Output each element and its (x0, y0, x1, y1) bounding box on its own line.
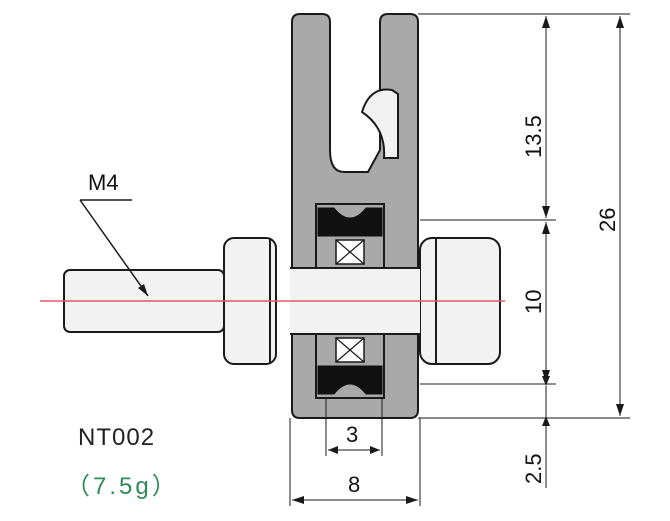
dim-arrow-bottom-b (542, 416, 550, 426)
dim-arrow-total-a (616, 16, 624, 28)
dim-arrow-groove-a (328, 446, 338, 454)
dim-total-width: 8 (348, 472, 360, 497)
dim-arrow-top-a (542, 16, 550, 28)
latch-hook (360, 88, 399, 159)
upper-groove-wheel (317, 207, 383, 237)
dim-arrow-top-b (542, 206, 550, 218)
dim-arrow-bottom-a (542, 376, 550, 386)
thread-label: M4 (88, 170, 119, 195)
part-code: NT002 (78, 424, 156, 451)
dim-bottom-height: 2.5 (521, 453, 546, 484)
dim-arrow-width-b (406, 496, 418, 504)
m4-leader-arrow-line (79, 199, 149, 297)
m4-leader-arrowhead (138, 284, 148, 296)
dim-bore-height: 10 (521, 290, 546, 314)
lower-groove-wheel (317, 365, 383, 395)
upper-race-x2 (335, 239, 365, 265)
fork-slot (332, 16, 378, 120)
lower-race-x2 (335, 337, 365, 363)
dim-arrow-total-b (616, 404, 624, 416)
dim-arrow-mid-a (542, 222, 550, 234)
dim-top-height: 13.5 (521, 115, 546, 158)
dim-arrow-groove-b (370, 446, 380, 454)
dim-groove-width: 3 (346, 422, 358, 447)
dim-arrow-width-a (292, 496, 304, 504)
part-weight: （7.5g） (66, 473, 179, 500)
dim-total-height: 26 (595, 208, 620, 232)
